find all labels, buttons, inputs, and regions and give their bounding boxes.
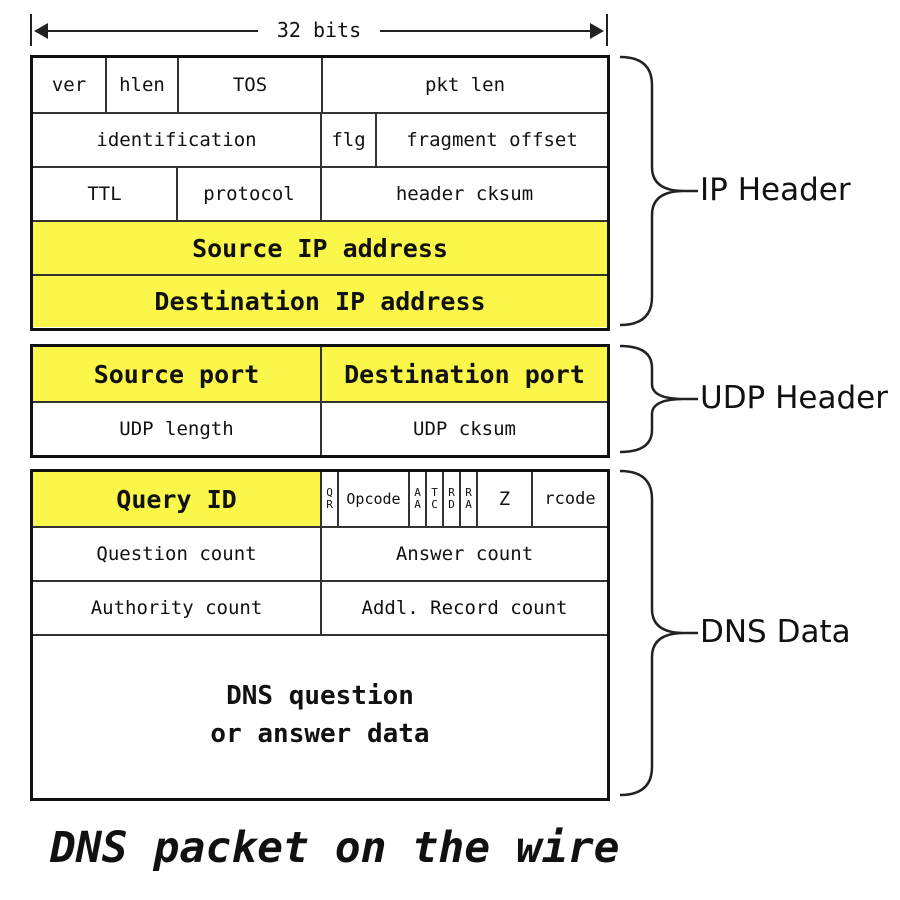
ruler-label: 32 bits	[276, 18, 362, 42]
diagram-caption: DNS packet on the wire	[50, 823, 620, 873]
ra-flag-char-2: A	[465, 498, 472, 511]
answer-count-field: Answer count	[320, 528, 607, 580]
qr-flag-field: Q R	[320, 472, 337, 526]
ttl-field: TTL	[87, 183, 122, 205]
udp-cksum-field: UDP cksum	[320, 403, 607, 455]
rd-flag-char-1: R	[448, 486, 455, 500]
dns-payload-line-1: DNS question	[226, 681, 414, 712]
ip-row-5: Destination IP address	[33, 274, 607, 327]
authority-count-field: Authority count	[90, 597, 263, 619]
ip-header-box: ver hlen TOS pkt len identification flg …	[30, 55, 610, 331]
aa-flag-char-1: A	[414, 486, 421, 500]
z-field: Z	[476, 472, 531, 526]
destination-ip-field: Destination IP address	[33, 276, 607, 327]
opcode-field: Opcode	[337, 472, 408, 526]
right-arrow-icon	[590, 23, 604, 39]
udp-row-2: UDP length UDP cksum	[33, 401, 607, 455]
ip-header-brace	[618, 55, 698, 327]
identification-field: identification	[96, 129, 257, 151]
pkt-len-field: pkt len	[321, 58, 607, 112]
udp-header-box: Source port Destination port UDP length …	[30, 344, 610, 458]
aa-flag-char-2: A	[414, 498, 421, 511]
ip-row-1: ver hlen TOS pkt len	[33, 58, 607, 112]
bit-width-ruler: 32 bits	[30, 10, 608, 50]
tc-flag-field: T C	[425, 472, 442, 526]
dns-data-brace	[618, 469, 698, 797]
addl-record-count-field: Addl. Record count	[320, 582, 607, 634]
query-id-field: Query ID	[33, 472, 320, 526]
ruler-line-left	[38, 30, 258, 32]
udp-row-1: Source port Destination port	[33, 347, 607, 401]
destination-port-field: Destination port	[320, 347, 607, 401]
source-ip-field: Source IP address	[33, 222, 607, 274]
dns-data-box: Query ID Q R Opcode A A T C R D R A Z rc…	[30, 469, 610, 801]
hlen-field: hlen	[105, 58, 177, 112]
header-cksum-field: header cksum	[320, 168, 607, 220]
dns-row-1: Query ID Q R Opcode A A T C R D R A Z rc…	[33, 472, 607, 526]
aa-flag-field: A A	[408, 472, 425, 526]
dns-brace-icon	[619, 469, 698, 797]
ruler-line-right	[380, 30, 600, 32]
udp-brace-icon	[619, 344, 698, 454]
tc-flag-char-2: C	[431, 498, 438, 511]
ip-brace-icon	[619, 55, 698, 327]
flg-field: flg	[320, 114, 375, 166]
udp-length-field: UDP length	[119, 418, 234, 440]
rd-flag-field: R D	[442, 472, 459, 526]
tos-field: TOS	[177, 58, 321, 112]
protocol-field: protocol	[176, 168, 320, 220]
dns-row-3: Authority count Addl. Record count	[33, 580, 607, 634]
ip-row-3: TTL protocol header cksum	[33, 166, 607, 220]
dns-data-label: DNS Data	[700, 614, 851, 650]
rcode-field: rcode	[531, 472, 607, 526]
qr-flag-char-1: Q	[326, 486, 333, 500]
dns-payload-field: DNS question or answer data	[33, 636, 607, 796]
question-count-field: Question count	[96, 543, 257, 565]
ruler-left-tick	[30, 14, 32, 46]
dns-row-2: Question count Answer count	[33, 526, 607, 580]
ver-field: ver	[51, 74, 87, 96]
ra-flag-field: R A	[459, 472, 476, 526]
ruler-right-tick	[606, 14, 608, 46]
dns-payload-line-2: or answer data	[210, 719, 430, 749]
ip-header-label: IP Header	[700, 172, 851, 208]
source-port-field: Source port	[33, 347, 320, 401]
ip-row-4: Source IP address	[33, 220, 607, 274]
ip-row-2: identification flg fragment offset	[33, 112, 607, 166]
fragment-offset-field: fragment offset	[375, 114, 607, 166]
udp-header-label: UDP Header	[700, 380, 888, 416]
dns-row-4: DNS question or answer data	[33, 634, 607, 796]
tc-flag-char-1: T	[431, 486, 438, 500]
udp-header-brace	[618, 344, 698, 454]
rd-flag-char-2: D	[448, 498, 455, 511]
qr-flag-char-2: R	[326, 498, 333, 511]
ra-flag-char-1: R	[465, 486, 472, 500]
